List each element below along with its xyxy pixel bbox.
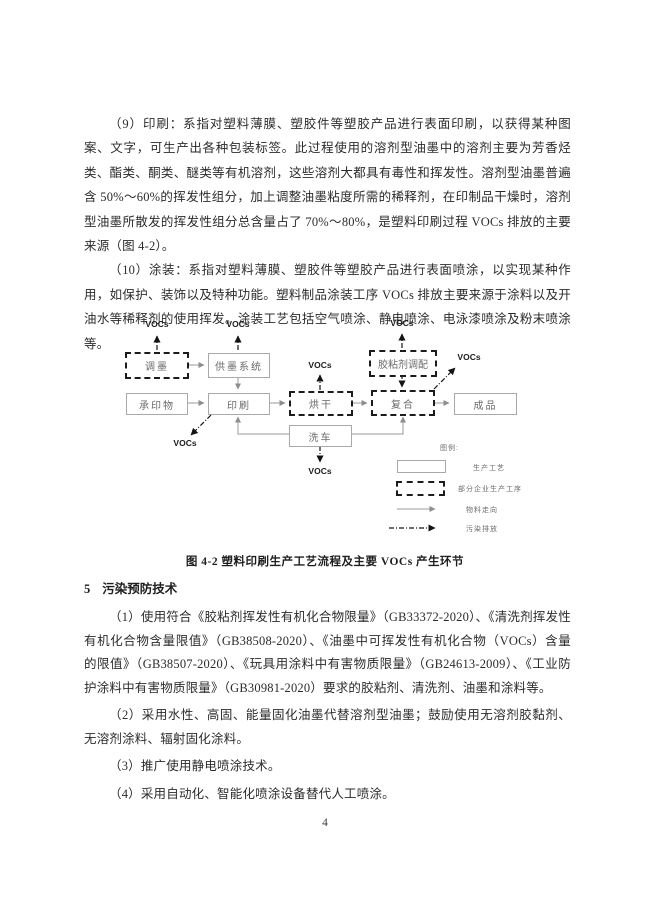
voc-emission-label: VOCs (145, 319, 169, 329)
node-ink-supply-system: 供墨系统 (208, 353, 270, 378)
legend-dashdot-arrow-label: 污染排放 (466, 526, 498, 533)
node-ink-mixing: 调墨 (125, 352, 189, 379)
paragraph-9-printing: （9）印刷：系指对塑料薄膜、塑胶件等塑胶产品进行表面印刷，以获得某种图案、文字，… (84, 117, 571, 254)
legend-dashed-box-label: 部分企业生产工序 (458, 486, 522, 493)
node-substrate: 承印物 (126, 393, 188, 415)
figure-caption: 图 4-2 塑料印刷生产工艺流程及主要 VOCs 产生环节 (185, 556, 465, 568)
legend-solid-arrow-label: 物料走向 (466, 507, 498, 514)
legend-solid-box-label: 生产工艺 (473, 465, 505, 472)
voc-emission-label: VOCs (173, 438, 197, 448)
list-item: （3）推广使用静电喷涂技术。 (109, 759, 281, 773)
section-heading: 5 污染预防技术 (84, 578, 571, 597)
voc-emission-label: VOCs (308, 466, 332, 476)
list-item: （1）使用符合《胶粘剂挥发性有机化合物限量》（GB33372-2020）、《清洗… (84, 610, 571, 695)
node-drying: 烘干 (289, 391, 353, 416)
node-laminating: 复合 (371, 390, 435, 416)
node-printing: 印刷 (208, 393, 270, 415)
section-number: 5 (84, 582, 91, 596)
legend-solid-box (397, 460, 446, 473)
voc-emission-label: VOCs (226, 319, 250, 329)
section-title: 污染预防技术 (102, 582, 178, 596)
list-item: （2）采用水性、高固、能量固化油墨代替溶剂型油墨；鼓励使用无溶剂胶黏剂、无溶剂涂… (84, 708, 571, 746)
paragraph-10-coating: （10）涂装：系指对塑料薄膜、塑胶件等塑胶产品进行表面喷涂，以实现某种作用，如保… (84, 263, 571, 351)
page-number: 4 (322, 817, 328, 829)
node-press-washing: 洗车 (289, 425, 352, 447)
node-finished-product: 成品 (454, 393, 517, 415)
voc-emission-label: VOCs (457, 352, 481, 362)
process-flow-diagram: 调墨 供墨系统 胶粘剂调配 承印物 印刷 烘干 复合 成品 洗车 VOCs VO… (0, 315, 650, 553)
legend-title: 图例: (440, 445, 459, 452)
voc-emission-label: VOCs (390, 318, 414, 328)
prevention-measures-list: （1）使用符合《胶粘剂挥发性有机化合物限量》（GB33372-2020）、《清洗… (84, 606, 571, 810)
node-adhesive-preparation: 胶粘剂调配 (369, 350, 437, 377)
list-item: （4）采用自动化、智能化喷涂设备替代人工喷涂。 (109, 786, 395, 801)
body-text-block: （9）印刷：系指对塑料薄膜、塑胶件等塑胶产品进行表面印刷，以获得某种图案、文字，… (84, 112, 571, 356)
legend-dashed-box (396, 481, 445, 496)
voc-emission-label: VOCs (308, 360, 332, 370)
diagram-arrows (153, 333, 456, 532)
